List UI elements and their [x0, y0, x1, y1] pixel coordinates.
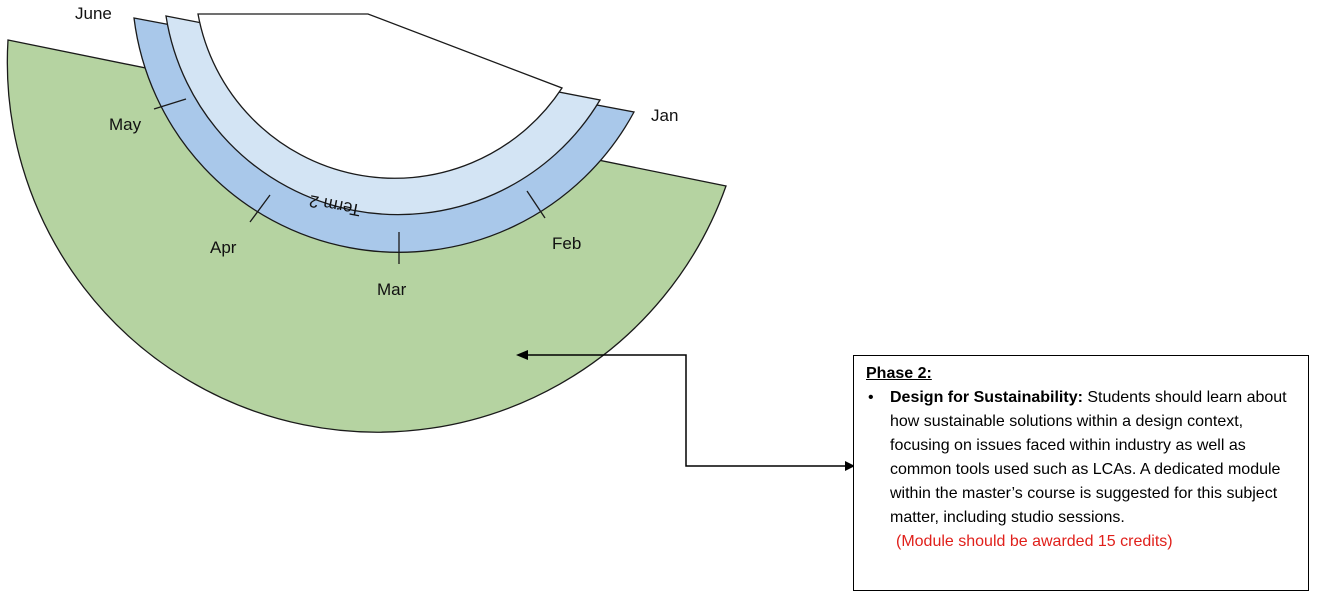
month-label-mar: Mar — [377, 280, 407, 299]
item-heading: Design for Sustainability: — [890, 389, 1083, 406]
arrowhead-left — [516, 350, 528, 360]
phase-list: • Design for Sustainability: Students sh… — [866, 386, 1298, 554]
phase-title: Phase 2: — [866, 365, 932, 382]
divider-feb-jan — [526, 190, 546, 219]
item-text: Students should learn about how sustaina… — [890, 389, 1287, 526]
divider-may-apr — [153, 98, 187, 110]
divider-apr-mar — [249, 194, 271, 223]
bullet-icon: • — [868, 389, 874, 406]
phase-list-item: • Design for Sustainability: Students sh… — [866, 386, 1298, 554]
month-label-may: May — [109, 115, 142, 134]
connector-line — [528, 354, 852, 467]
month-label-apr: Apr — [210, 238, 237, 257]
inner-area — [197, 13, 563, 179]
month-label-jan: Jan — [651, 106, 678, 125]
month-label-feb: Feb — [552, 234, 581, 253]
phase-2-description-box: Phase 2: • Design for Sustainability: St… — [853, 355, 1309, 591]
credits-note: (Module should be awarded 15 credits) — [896, 533, 1173, 550]
month-label-june: June — [75, 4, 112, 23]
arrowhead-right — [845, 461, 855, 471]
